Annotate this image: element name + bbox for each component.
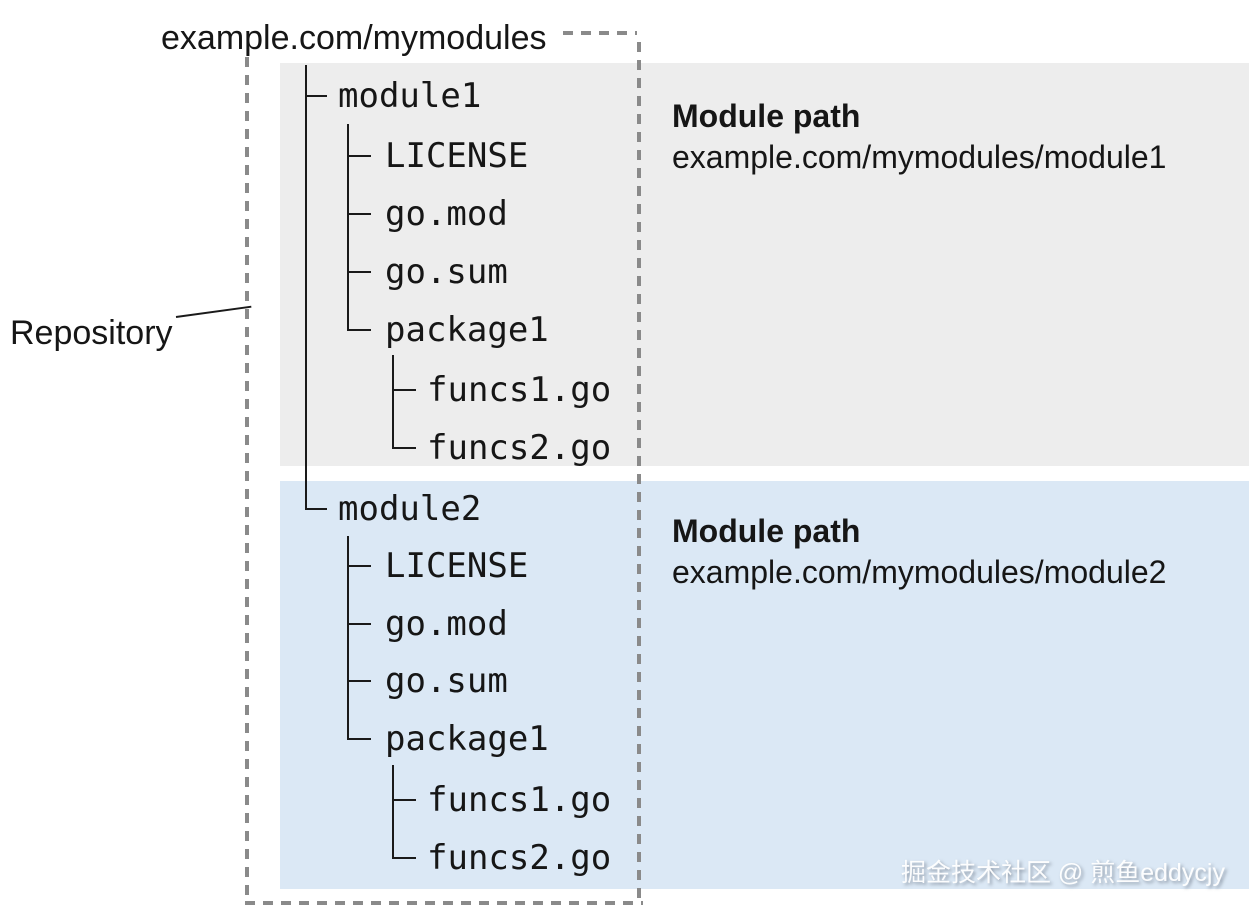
tree-item-module1: module1 bbox=[338, 76, 482, 116]
tree-branch-m2-gomod bbox=[347, 623, 371, 625]
tree-item-m2-funcs1: funcs1.go bbox=[427, 780, 612, 820]
tree-branch-m2-gosum bbox=[347, 680, 371, 682]
repo-boundary-dash-left bbox=[245, 57, 249, 903]
tree-item-m1-license: LICENSE bbox=[385, 136, 529, 176]
tree-item-m2-license: LICENSE bbox=[385, 546, 529, 586]
repo-boundary-dash-right bbox=[637, 42, 641, 903]
tree-branch-m2-package1 bbox=[347, 738, 371, 740]
tree-vertical-m1-package1-children bbox=[392, 355, 394, 449]
module2-path-heading: Module path bbox=[672, 513, 861, 549]
module1-path-panel: Module path example.com/mymodules/module… bbox=[672, 96, 1166, 178]
tree-vertical-m2-package1-children bbox=[392, 765, 394, 859]
repo-boundary-dash-bottom bbox=[245, 901, 643, 905]
tree-branch-module2 bbox=[305, 508, 327, 510]
tree-branch-m2-funcs1 bbox=[392, 799, 416, 801]
tree-branch-m1-license bbox=[347, 155, 371, 157]
tree-item-m1-gosum: go.sum bbox=[385, 252, 508, 292]
tree-trunk-line bbox=[305, 65, 307, 510]
tree-branch-m2-funcs2 bbox=[392, 857, 416, 859]
module1-path-heading: Module path bbox=[672, 98, 861, 134]
tree-item-module2: module2 bbox=[338, 489, 482, 529]
tree-item-m2-package1: package1 bbox=[385, 719, 549, 759]
tree-item-m1-package1: package1 bbox=[385, 310, 549, 350]
repository-pointer-line bbox=[175, 305, 252, 318]
tree-branch-module1 bbox=[305, 95, 327, 97]
tree-branch-m1-gomod bbox=[347, 213, 371, 215]
tree-branch-m1-gosum bbox=[347, 271, 371, 273]
repository-label: Repository bbox=[10, 314, 173, 352]
tree-branch-m1-funcs2 bbox=[392, 447, 416, 449]
tree-item-m2-funcs2: funcs2.go bbox=[427, 838, 612, 878]
tree-item-m1-funcs2: funcs2.go bbox=[427, 428, 612, 468]
tree-vertical-module2-children bbox=[347, 536, 349, 740]
module2-path-value: example.com/mymodules/module2 bbox=[672, 554, 1167, 590]
tree-branch-m1-funcs1 bbox=[392, 389, 416, 391]
tree-branch-m1-package1 bbox=[347, 329, 371, 331]
repo-url-title: example.com/mymodules bbox=[161, 19, 547, 57]
tree-item-m1-funcs1: funcs1.go bbox=[427, 370, 612, 410]
module1-path-value: example.com/mymodules/module1 bbox=[672, 139, 1167, 175]
tree-item-m2-gosum: go.sum bbox=[385, 661, 508, 701]
tree-vertical-module1-children bbox=[347, 124, 349, 331]
module2-block bbox=[280, 481, 1249, 889]
module1-block bbox=[280, 63, 1249, 466]
tree-branch-m2-license bbox=[347, 565, 371, 567]
repo-boundary-dash-top bbox=[563, 31, 637, 35]
tree-item-m1-gomod: go.mod bbox=[385, 194, 508, 234]
watermark: 掘金技术社区 @ 煎鱼eddycjy bbox=[900, 859, 1225, 887]
tree-item-m2-gomod: go.mod bbox=[385, 604, 508, 644]
module2-path-panel: Module path example.com/mymodules/module… bbox=[672, 511, 1166, 593]
